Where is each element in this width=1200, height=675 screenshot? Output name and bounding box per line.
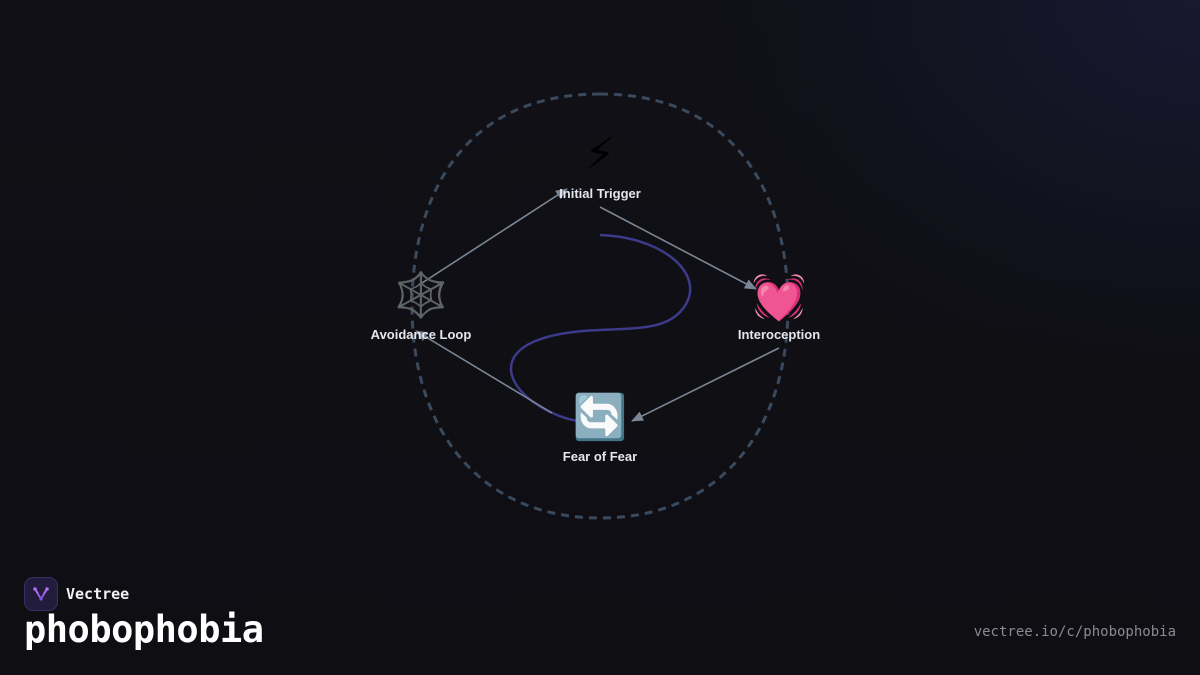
cycle-arrows-icon: 🔄	[572, 392, 628, 443]
beating-heart-icon: 💓	[751, 272, 807, 323]
node-label-fear-of-fear: Fear of Fear	[562, 449, 638, 464]
node-label-interoception: Interoception	[737, 327, 821, 342]
node-label-avoidance-loop: Avoidance Loop	[370, 327, 472, 342]
edge-interoception-to-fear	[631, 347, 780, 422]
spider-web-icon: 🕸️	[393, 270, 449, 321]
edge-avoidance-to-trigger	[421, 188, 568, 284]
lightning-icon: ⚡	[584, 129, 616, 180]
edge-fear-to-avoidance	[415, 330, 553, 414]
dashed-cycle-ring	[410, 92, 790, 520]
page-url[interactable]: vectree.io/c/phobophobia	[973, 624, 1176, 640]
node-label-initial-trigger: Initial Trigger	[559, 186, 641, 201]
edge-trigger-to-interoception	[599, 206, 757, 290]
brand: Vectree	[24, 577, 129, 611]
vectree-logo-icon	[24, 577, 58, 611]
page-title: phobophobia	[24, 608, 264, 651]
brand-name: Vectree	[66, 585, 130, 603]
swirl-curve	[509, 233, 692, 423]
